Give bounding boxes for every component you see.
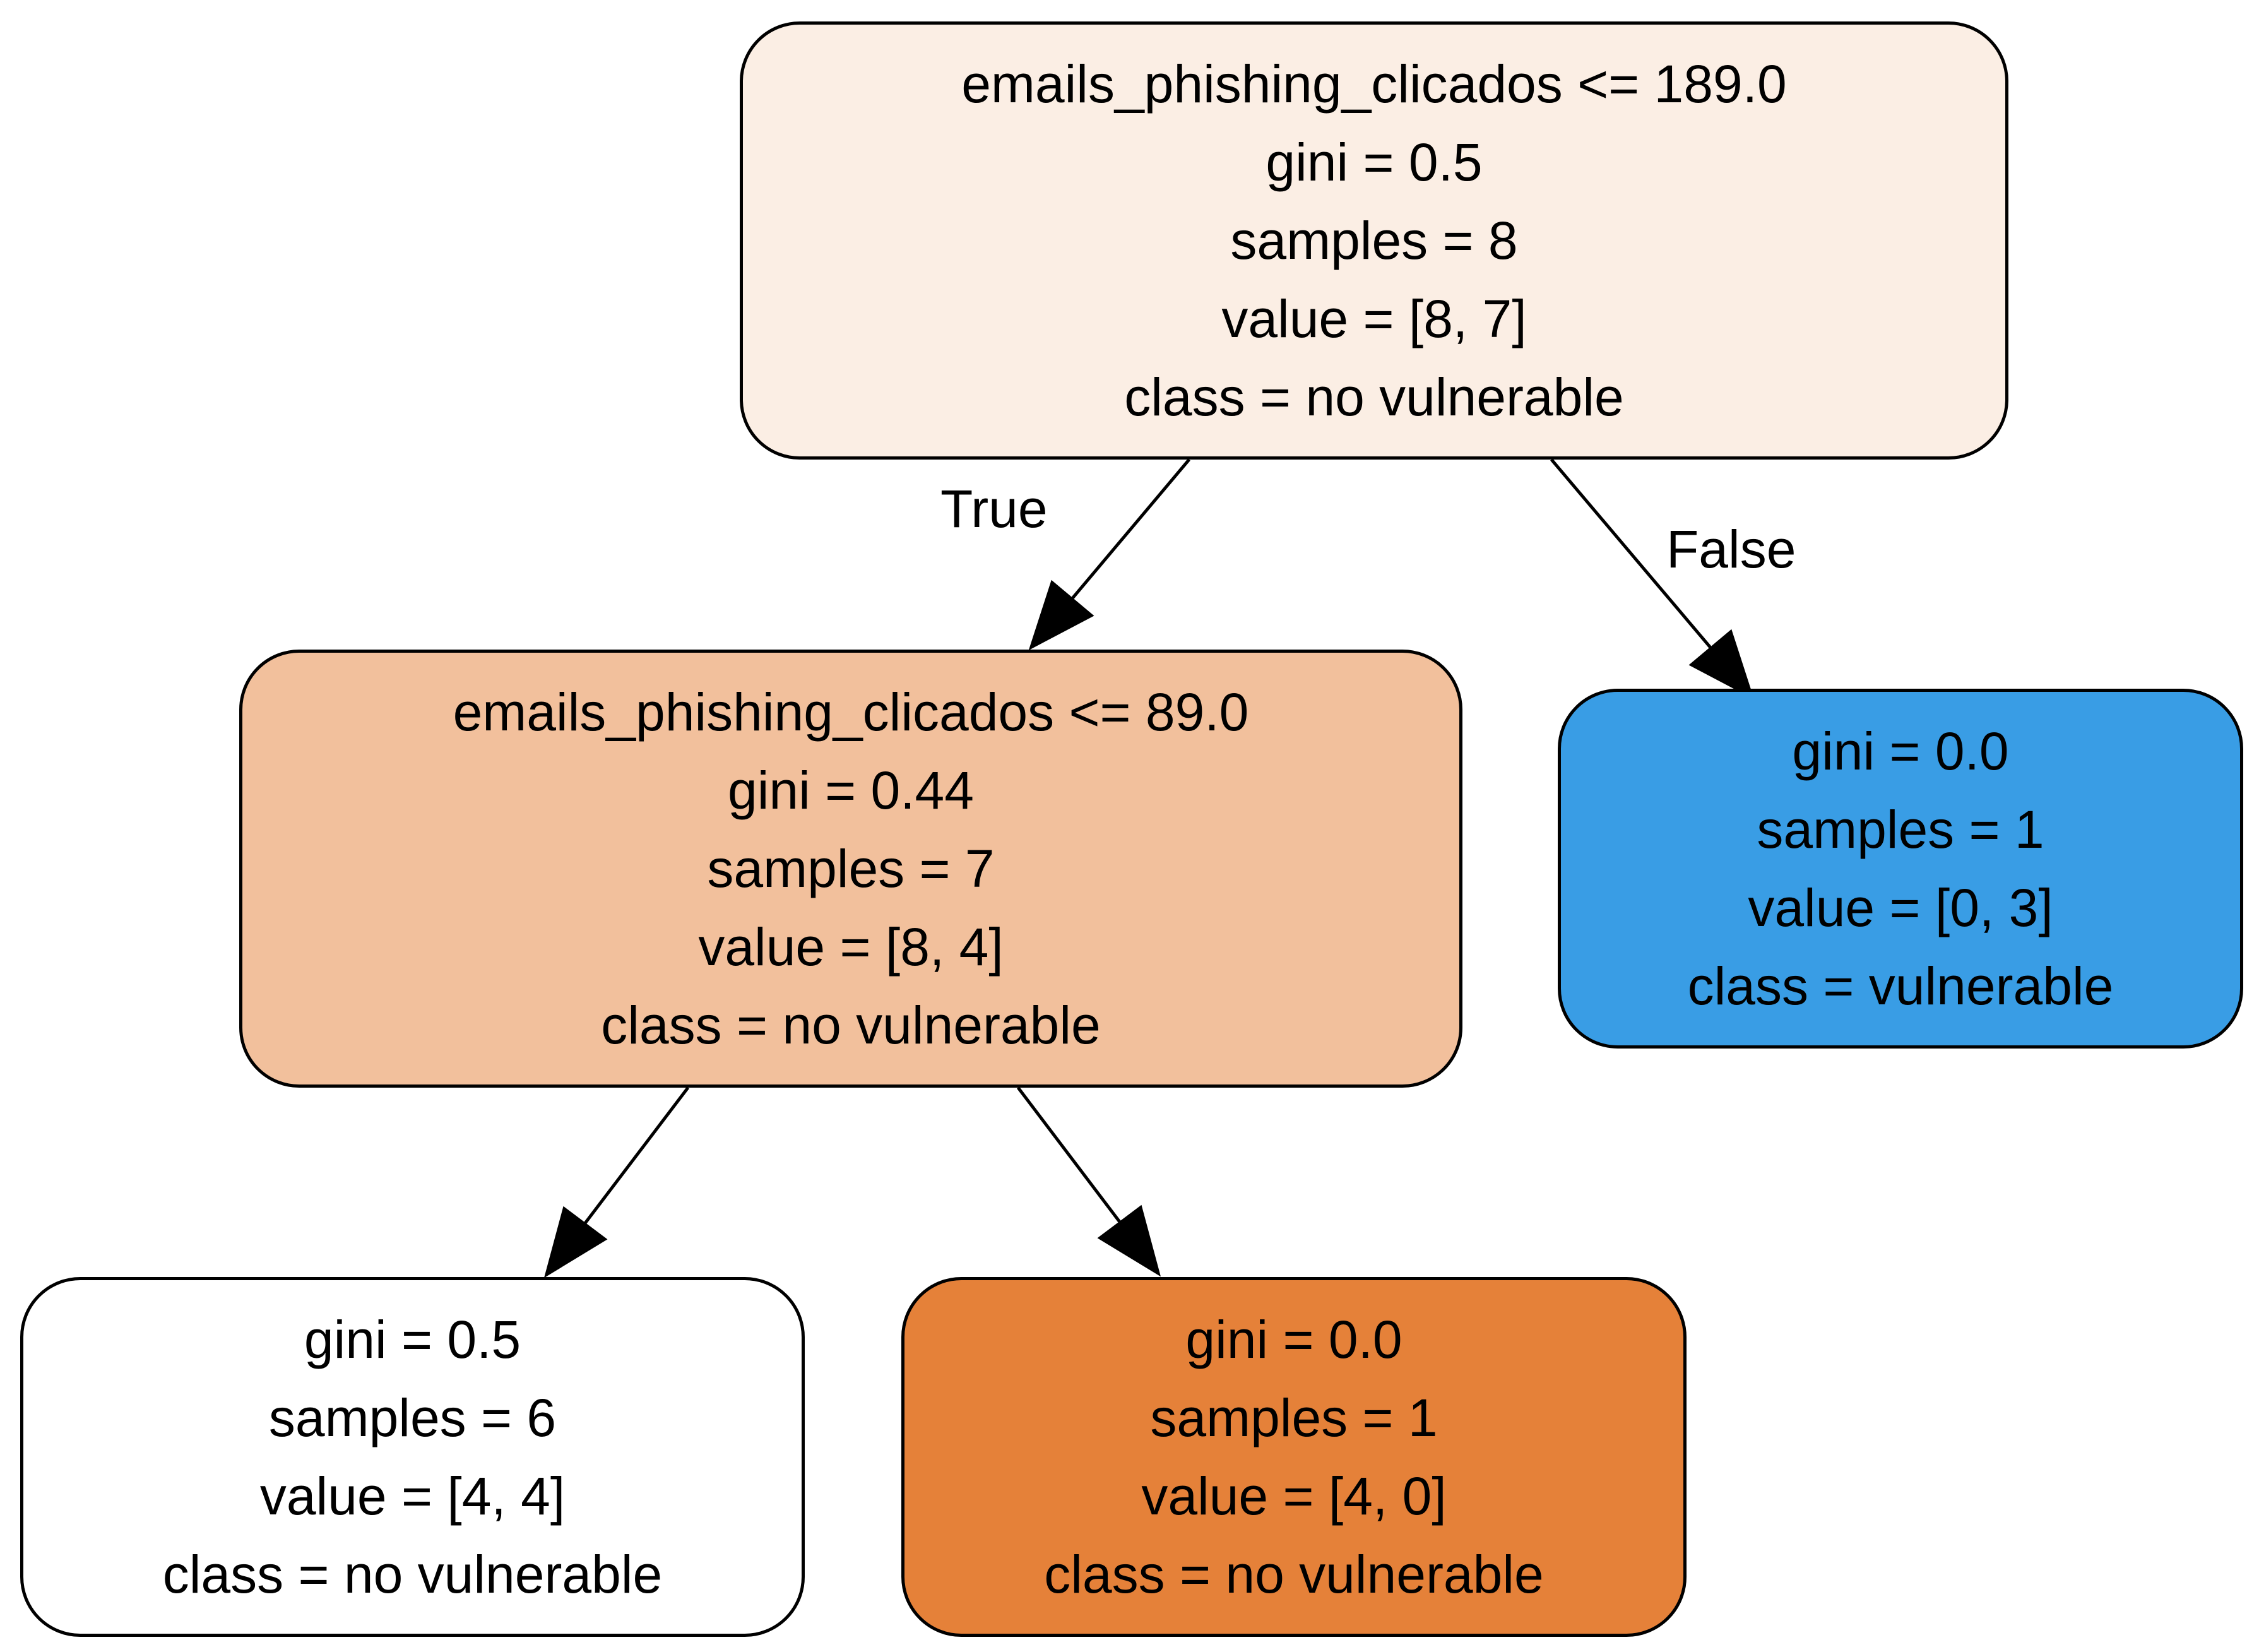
node-split-condition: emails_phishing_clicados <= 89.0: [453, 682, 1249, 742]
node-split-condition: emails_phishing_clicados <= 189.0: [961, 54, 1787, 114]
arrowhead-icon: [1688, 629, 1755, 700]
node-value: value = [8, 4]: [698, 917, 1004, 977]
arrowhead-icon: [1028, 579, 1094, 651]
node-gini: gini = 0.44: [728, 761, 974, 820]
node-gini: gini = 0.5: [304, 1310, 521, 1369]
edge-left-to-leaf-a: [543, 1086, 689, 1278]
arrowhead-icon: [1097, 1204, 1161, 1277]
node-value: value = [8, 7]: [1221, 289, 1527, 348]
node-class: class = no vulnerable: [601, 995, 1101, 1055]
edge-root-to-right: [1550, 458, 1755, 700]
tree-node-leaf-a: gini = 0.5 samples = 6 value = [4, 4] cl…: [20, 1277, 805, 1637]
tree-node-right-leaf: gini = 0.0 samples = 1 value = [0, 3] cl…: [1558, 689, 2243, 1049]
node-value: value = [4, 4]: [259, 1466, 566, 1526]
node-class: class = vulnerable: [1687, 956, 2114, 1016]
edge-left-to-leaf-b: [1017, 1086, 1161, 1277]
node-class: class = no vulnerable: [1044, 1545, 1544, 1604]
node-class: class = no vulnerable: [162, 1545, 663, 1604]
tree-node-leaf-b: gini = 0.0 samples = 1 value = [4, 0] cl…: [901, 1277, 1687, 1637]
node-gini: gini = 0.0: [1185, 1310, 1402, 1369]
node-samples: samples = 8: [1230, 211, 1518, 270]
edge-label-true: True: [940, 479, 1048, 538]
node-samples: samples = 7: [707, 839, 995, 898]
node-gini: gini = 0.5: [1266, 133, 1483, 192]
node-samples: samples = 6: [268, 1388, 557, 1447]
tree-node-left: emails_phishing_clicados <= 89.0 gini = …: [239, 650, 1462, 1088]
node-gini: gini = 0.0: [1792, 722, 2009, 781]
arrowhead-icon: [543, 1206, 608, 1278]
node-value: value = [4, 0]: [1141, 1466, 1447, 1526]
node-value: value = [0, 3]: [1748, 878, 2053, 937]
node-samples: samples = 1: [1150, 1388, 1438, 1447]
edge-label-false: False: [1666, 520, 1796, 579]
node-samples: samples = 1: [1757, 800, 2044, 859]
tree-node-root: emails_phishing_clicados <= 189.0 gini =…: [740, 21, 2008, 460]
edge-root-to-left: [1028, 458, 1190, 651]
node-class: class = no vulnerable: [1124, 367, 1624, 427]
